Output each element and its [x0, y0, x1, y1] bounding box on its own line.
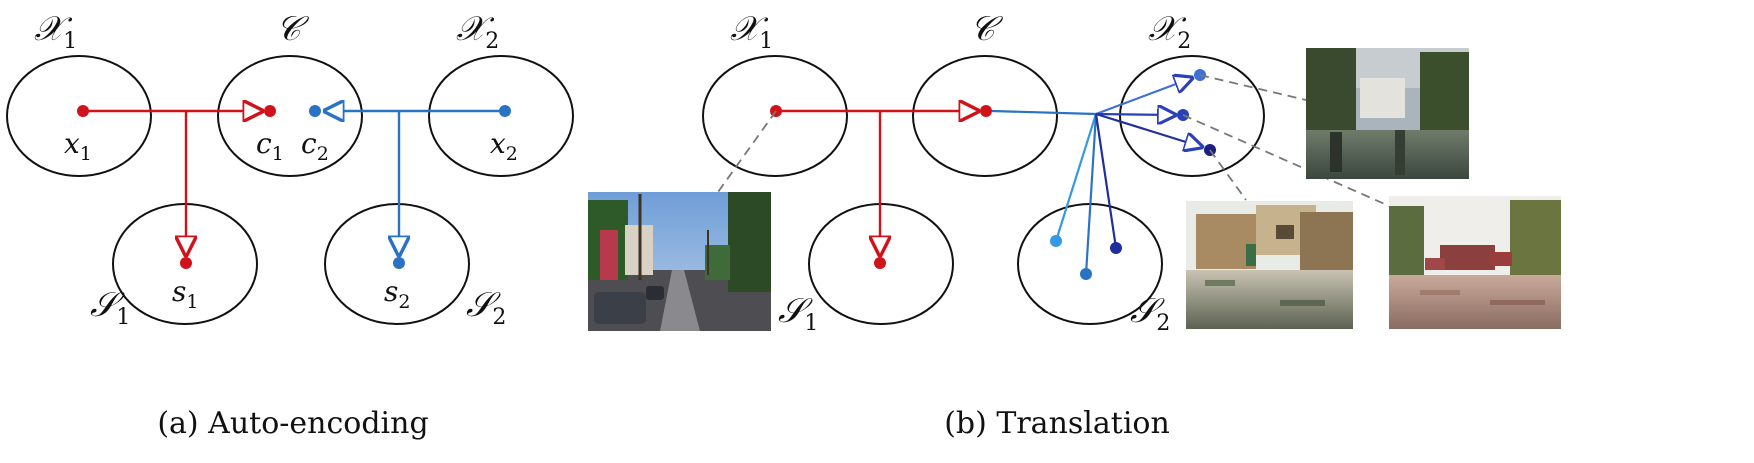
input-street-image — [588, 192, 771, 331]
arrow-output-1 — [1095, 78, 1192, 116]
label-X1: 𝒳1 — [34, 9, 77, 54]
label-s2: s2 — [384, 275, 410, 313]
dashed-connector-output-3 — [1209, 149, 1247, 201]
label-X2: 𝒳2 — [456, 9, 499, 54]
style-line-mid — [1084, 113, 1098, 275]
label-S2: 𝒮2 — [466, 285, 506, 330]
point-x2 — [499, 105, 511, 117]
point-c2 — [309, 105, 321, 117]
dashed-connector-output-2 — [1182, 114, 1397, 210]
content-to-hub-line — [991, 109, 1097, 116]
arrow-output-2 — [1095, 114, 1175, 115]
ellipse-x2 — [428, 55, 574, 177]
style-line-dark — [1094, 113, 1118, 249]
point-c1 — [264, 105, 276, 117]
label-C-b: 𝒞 — [970, 9, 1004, 49]
ellipse-x2-b — [1119, 55, 1265, 177]
output-image-1 — [1306, 48, 1469, 179]
point-c-b — [980, 105, 992, 117]
caption-b: (b) Translation — [944, 406, 1170, 441]
point-s2 — [393, 257, 405, 269]
ellipse-c — [217, 55, 363, 177]
style-point-2 — [1080, 268, 1092, 280]
label-c2: c2 — [301, 127, 329, 165]
label-X2-b: 𝒳2 — [1148, 9, 1191, 54]
dashed-connector-output-1 — [1199, 74, 1307, 101]
label-s1: s1 — [172, 275, 198, 313]
output-image-2 — [1186, 201, 1353, 329]
style-line-light — [1054, 113, 1098, 242]
ellipse-c-b — [912, 55, 1058, 177]
label-C: 𝒞 — [276, 9, 310, 49]
panel-a: 𝒳1 𝒞 𝒳2 𝒮1 𝒮2 x1 c1 c2 x2 s1 s2 (a) Auto… — [6, 9, 574, 441]
caption-a: (a) Auto-encoding — [157, 406, 428, 441]
output-image-3 — [1389, 196, 1561, 329]
dashed-connector-input — [717, 110, 777, 193]
label-x1: x1 — [64, 127, 92, 165]
label-x2: x2 — [490, 127, 518, 165]
label-c1: c1 — [256, 127, 284, 165]
label-S1: 𝒮1 — [90, 285, 130, 330]
point-s1 — [180, 257, 192, 269]
style-point-1 — [1050, 235, 1062, 247]
ellipse-x1-b — [702, 55, 848, 177]
label-S2-b: 𝒮2 — [1130, 291, 1170, 336]
arrow-output-3 — [1095, 112, 1202, 147]
ellipse-x1 — [6, 55, 152, 177]
point-x1 — [77, 105, 89, 117]
label-X1-b: 𝒳1 — [730, 9, 773, 54]
label-S1-b: 𝒮1 — [778, 291, 818, 336]
point-s1-b — [874, 257, 886, 269]
panel-b: 𝒳1 𝒞 𝒳2 𝒮1 𝒮2 — [588, 9, 1561, 441]
style-point-3 — [1110, 242, 1122, 254]
ellipse-s2 — [324, 203, 470, 325]
